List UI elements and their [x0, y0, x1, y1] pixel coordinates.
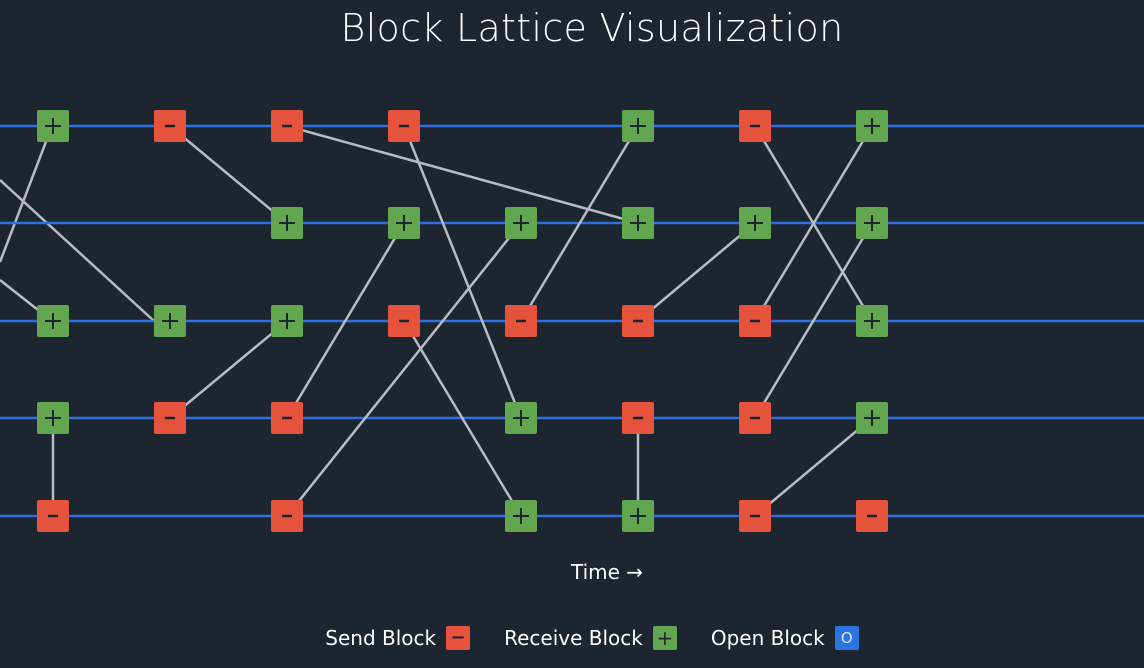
plus-icon	[864, 410, 880, 426]
send-block[interactable]	[388, 305, 420, 337]
send-block[interactable]	[271, 402, 303, 434]
receive-block[interactable]	[856, 207, 888, 239]
send-block[interactable]	[622, 305, 654, 337]
block-link	[286, 124, 639, 225]
send-block[interactable]	[739, 500, 771, 532]
plus-icon	[513, 410, 529, 426]
receive-block[interactable]	[622, 207, 654, 239]
legend: Send Block − Receive Block + Open Block …	[0, 626, 1144, 650]
receive-block[interactable]	[856, 402, 888, 434]
plus-icon	[747, 215, 763, 231]
receive-block-icon: +	[652, 626, 677, 650]
receive-block[interactable]	[37, 110, 69, 142]
receive-block[interactable]	[37, 402, 69, 434]
block-link	[286, 222, 522, 517]
receive-block[interactable]	[622, 110, 654, 142]
block-link	[169, 320, 288, 419]
plus-icon	[630, 118, 646, 134]
plus-icon	[513, 215, 529, 231]
plus-icon	[630, 215, 646, 231]
plus-icon	[396, 215, 412, 231]
blocks-layer	[37, 110, 888, 532]
send-block[interactable]	[739, 110, 771, 142]
send-block[interactable]	[154, 110, 186, 142]
receive-block[interactable]	[505, 500, 537, 532]
send-block[interactable]	[37, 500, 69, 532]
receive-block[interactable]	[505, 207, 537, 239]
legend-item-open: Open Block O	[711, 626, 859, 650]
legend-label-open: Open Block	[710, 626, 825, 650]
receive-block[interactable]	[622, 500, 654, 532]
block-link	[402, 320, 523, 517]
block-link	[753, 222, 874, 419]
block-link	[285, 222, 406, 419]
block-link	[402, 125, 523, 419]
plus-icon	[162, 313, 178, 329]
receive-block[interactable]	[154, 305, 186, 337]
plus-icon	[630, 508, 646, 524]
send-block[interactable]	[271, 500, 303, 532]
account-chains	[0, 124, 1144, 518]
block-link	[169, 125, 288, 224]
receive-block[interactable]	[505, 402, 537, 434]
send-block[interactable]	[505, 305, 537, 337]
send-block[interactable]	[154, 402, 186, 434]
send-block[interactable]	[739, 402, 771, 434]
send-block[interactable]	[388, 110, 420, 142]
block-links	[51, 124, 874, 517]
receive-block[interactable]	[856, 110, 888, 142]
plus-icon	[864, 118, 880, 134]
legend-label-receive: Receive Block	[504, 626, 643, 650]
offscreen-link	[0, 179, 155, 322]
receive-block[interactable]	[856, 305, 888, 337]
plus-icon	[279, 215, 295, 231]
plus-icon	[279, 313, 295, 329]
receive-block[interactable]	[388, 207, 420, 239]
open-block-icon: O	[834, 626, 859, 650]
plus-icon	[864, 313, 880, 329]
legend-label-send: Send Block	[325, 626, 437, 650]
send-block[interactable]	[856, 500, 888, 532]
plus-icon	[45, 313, 61, 329]
block-link	[637, 222, 756, 322]
page-title: Block Lattice Visualization	[340, 6, 844, 50]
receive-block[interactable]	[271, 207, 303, 239]
legend-item-receive: Receive Block +	[504, 626, 677, 650]
block-link	[754, 417, 873, 517]
block-link	[519, 125, 640, 322]
send-block[interactable]	[271, 110, 303, 142]
receive-block[interactable]	[271, 305, 303, 337]
legend-item-send: Send Block −	[325, 626, 471, 650]
plus-icon	[864, 215, 880, 231]
receive-block[interactable]	[37, 305, 69, 337]
send-block[interactable]	[622, 402, 654, 434]
send-block-icon: −	[446, 626, 471, 650]
block-link	[753, 125, 874, 322]
plus-icon	[45, 118, 61, 134]
offscreen-link	[0, 125, 54, 263]
time-axis-label: Time →	[570, 560, 644, 584]
send-block[interactable]	[739, 305, 771, 337]
receive-block[interactable]	[739, 207, 771, 239]
plus-icon	[513, 508, 529, 524]
plus-icon	[45, 410, 61, 426]
